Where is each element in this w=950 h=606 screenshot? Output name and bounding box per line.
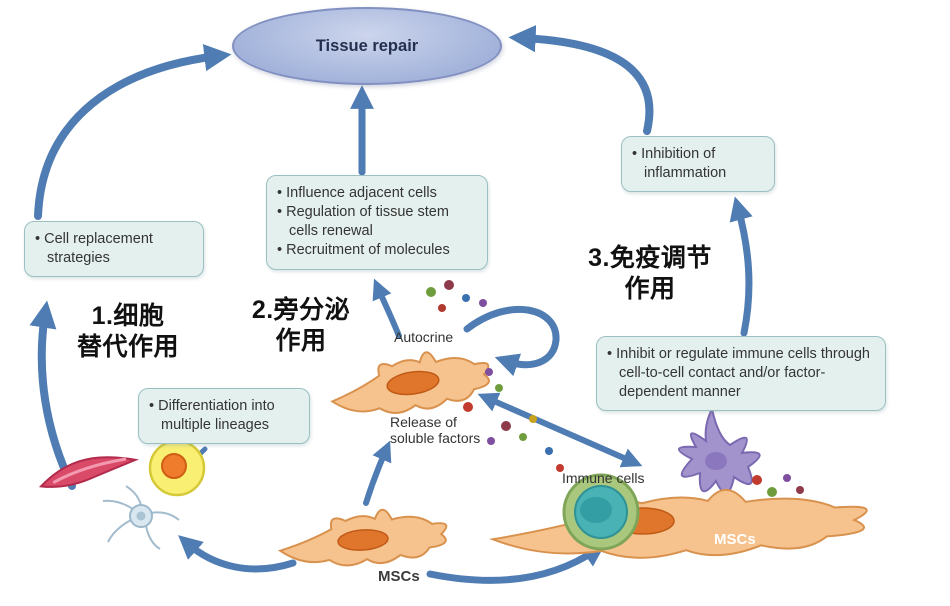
msc-cell-center	[326, 342, 495, 423]
dendritic-cell	[678, 406, 761, 494]
paracrine-item-2: Regulation of tissue stem cells renewal	[277, 203, 477, 241]
arrow-msc-to-paracrine-box	[372, 278, 402, 339]
paracrine-effects-box: Influence adjacent cells Regulation of t…	[266, 175, 488, 270]
inhibition-box: Inhibition of inflammation	[621, 136, 775, 193]
neuron-cell	[102, 485, 180, 550]
cycle-arrows	[29, 25, 753, 584]
inhibition-item: Inhibition of inflammation	[632, 145, 764, 183]
tissue-repair-node: Tissue repair	[232, 7, 502, 85]
arrow-autocrine-loop	[463, 305, 560, 377]
immune-regulation-box: Inhibit or regulate immune cells through…	[596, 336, 886, 412]
cell-replacement-box: Cell replacement strategies	[24, 221, 204, 278]
differentiation-box: Differentiation into multiple lineages	[138, 388, 310, 445]
arrow-inhibition-to-repair	[508, 25, 654, 135]
pathway-3-label: 3.免疫调节 作用	[588, 244, 712, 303]
arrow-immunebox-to-inhibition	[729, 196, 753, 337]
immune-cell	[562, 473, 640, 551]
arrow-left-arc-lower	[29, 300, 76, 490]
arrow-bottom-arc-left	[178, 535, 297, 573]
tissue-repair-label: Tissue repair	[315, 36, 419, 55]
mscs-label-bottom: MSCs	[378, 568, 420, 585]
muscle-cell	[38, 456, 140, 488]
arrow-bottom-arc-right	[426, 543, 606, 584]
release-soluble-factors-label: Release of soluble factors	[390, 414, 481, 446]
pathway-1-label: 1.细胞 替代作用	[76, 302, 179, 361]
soluble-factor-dots	[426, 280, 804, 497]
mscs-label-right: MSCs	[714, 531, 756, 548]
msc-cell-large-right	[491, 485, 868, 563]
adipocyte-cell	[148, 439, 206, 497]
cell-replacement-item: Cell replacement strategies	[35, 230, 193, 268]
immune-cells-label: Immune cells	[562, 470, 645, 486]
arrow-msc-immune-bidirectional	[477, 392, 643, 468]
autocrine-label: Autocrine	[394, 329, 454, 345]
msc-cell-bottom	[276, 504, 450, 572]
arrow-left-arc-upper	[34, 44, 232, 220]
arrow-bottom-msc-up	[363, 440, 392, 506]
pathway-2-label: 2.旁分泌 作用	[251, 296, 351, 355]
immune-regulation-item: Inhibit or regulate immune cells through…	[607, 345, 875, 402]
paracrine-item-1: Influence adjacent cells	[277, 184, 477, 203]
paracrine-item-3: Recruitment of molecules	[277, 241, 477, 260]
differentiation-item: Differentiation into multiple lineages	[149, 397, 299, 435]
